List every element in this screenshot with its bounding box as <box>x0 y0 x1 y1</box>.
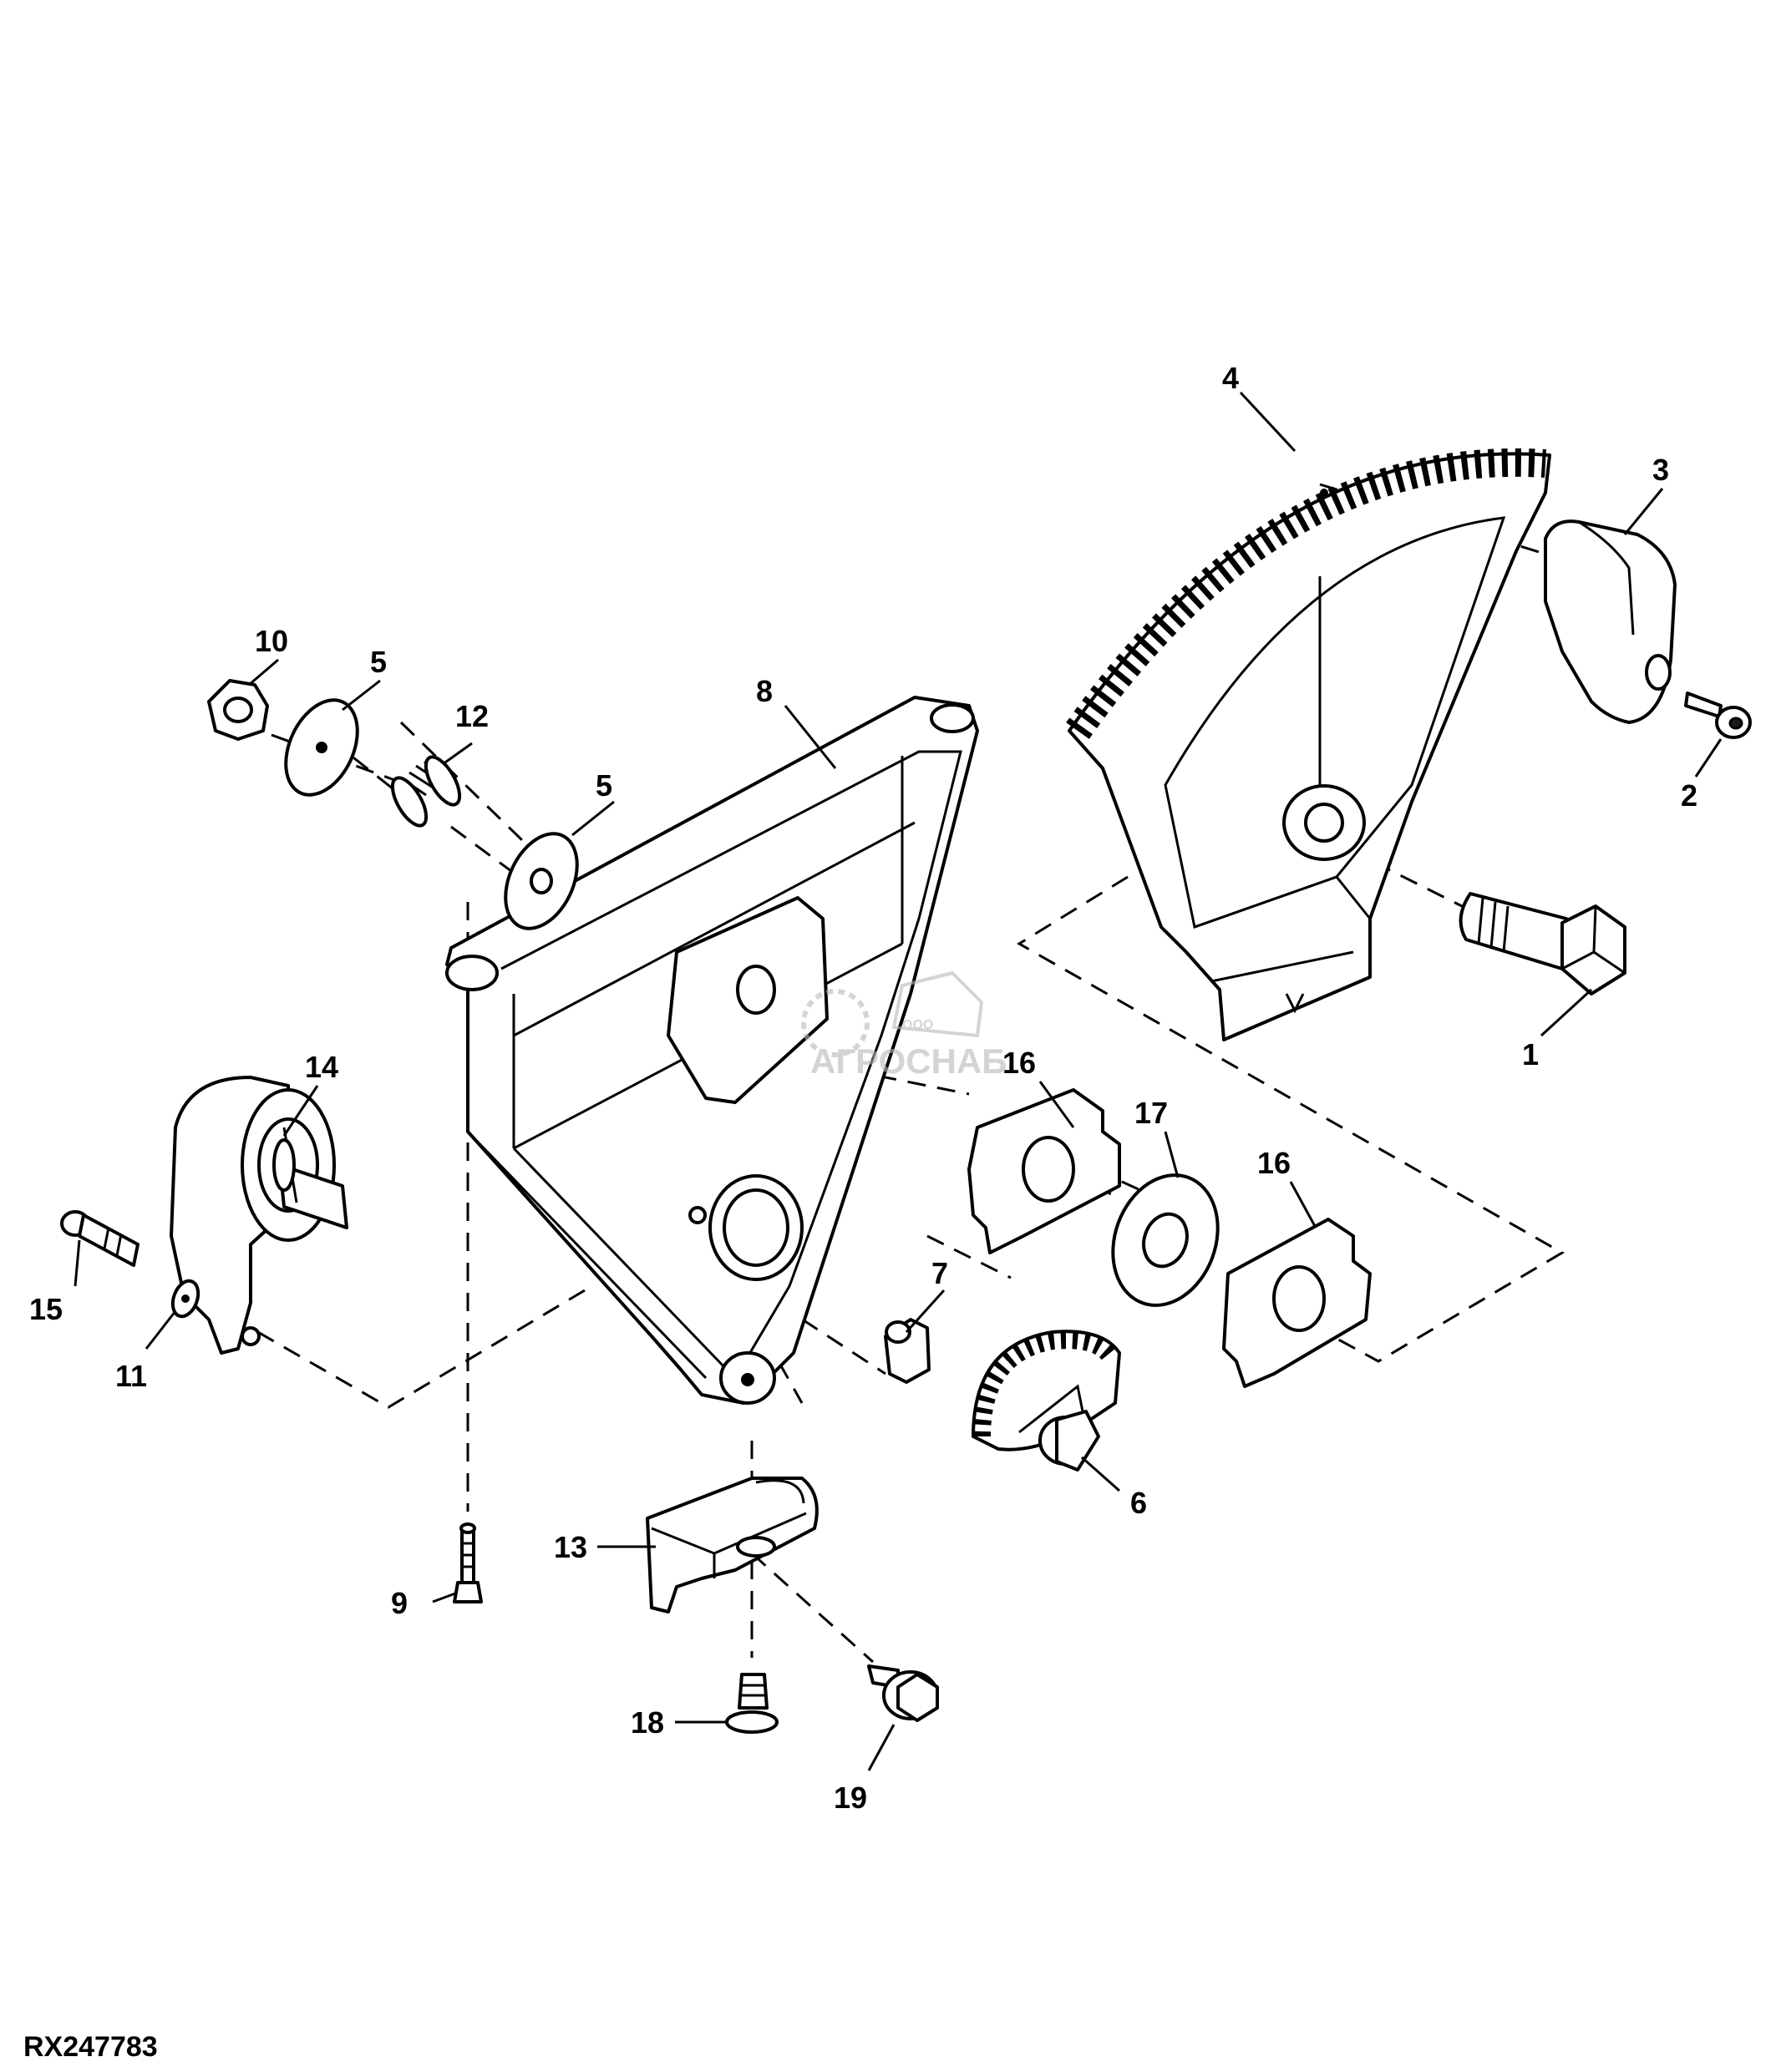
callouts: 1 2 3 4 5 5 6 7 8 9 10 11 12 13 14 15 16… <box>29 361 1697 1815</box>
bracket-frame-part-8 <box>445 696 979 1405</box>
hex-bolt-part-1 <box>1459 892 1626 995</box>
watermark-small-text: ООО <box>902 1018 933 1032</box>
callout-18: 18 <box>631 1705 664 1740</box>
figure-id: RX247783 <box>23 2031 158 2063</box>
callout-12: 12 <box>455 699 489 733</box>
callout-5-lower: 5 <box>596 768 612 803</box>
washer-part-5-lower <box>504 832 579 930</box>
callout-11: 11 <box>115 1359 147 1393</box>
watermark-text: АГРОСНАБ <box>810 1041 1007 1081</box>
callout-8: 8 <box>756 674 773 708</box>
callout-17: 17 <box>1134 1096 1168 1130</box>
watermark: ООО АГРОСНАБ <box>801 970 1007 1081</box>
callout-2: 2 <box>1681 778 1697 813</box>
washer-part-5-upper <box>284 698 359 797</box>
callout-6: 6 <box>1130 1486 1147 1520</box>
screw-part-18 <box>725 1673 779 1734</box>
screw-part-19 <box>867 1664 939 1722</box>
callout-14: 14 <box>305 1050 338 1084</box>
nut-part-10 <box>207 679 269 741</box>
callout-1: 1 <box>1522 1037 1539 1071</box>
bushing-part-7 <box>884 1318 931 1384</box>
callout-10: 10 <box>255 624 288 658</box>
callout-5-upper: 5 <box>370 645 387 679</box>
plate-part-16-right <box>1222 1218 1372 1388</box>
clamp-block-part-3 <box>1544 519 1677 724</box>
spring-part-12 <box>390 755 462 828</box>
pinion-gear-part-6 <box>972 1330 1121 1472</box>
callout-19: 19 <box>834 1781 867 1815</box>
washer-part-11 <box>170 1279 200 1319</box>
gear-quadrant-part-4 <box>1066 448 1551 1041</box>
actuator-part-14 <box>170 1076 348 1355</box>
callout-9: 9 <box>391 1586 408 1620</box>
callout-13: 13 <box>554 1530 587 1564</box>
leader-lines <box>74 391 1723 1771</box>
callout-7: 7 <box>931 1256 948 1290</box>
washer-part-17 <box>1111 1173 1220 1307</box>
bolt-part-15 <box>60 1210 140 1267</box>
bolt-part-9 <box>453 1522 483 1603</box>
callout-4: 4 <box>1222 361 1239 395</box>
callout-3: 3 <box>1652 453 1669 487</box>
plate-part-16-left <box>967 1088 1121 1254</box>
callout-16-right: 16 <box>1257 1146 1291 1180</box>
callout-16-left: 16 <box>1002 1046 1036 1080</box>
screw-part-2 <box>1684 692 1752 739</box>
mount-bracket-part-13 <box>646 1477 819 1614</box>
callout-15: 15 <box>29 1292 63 1326</box>
